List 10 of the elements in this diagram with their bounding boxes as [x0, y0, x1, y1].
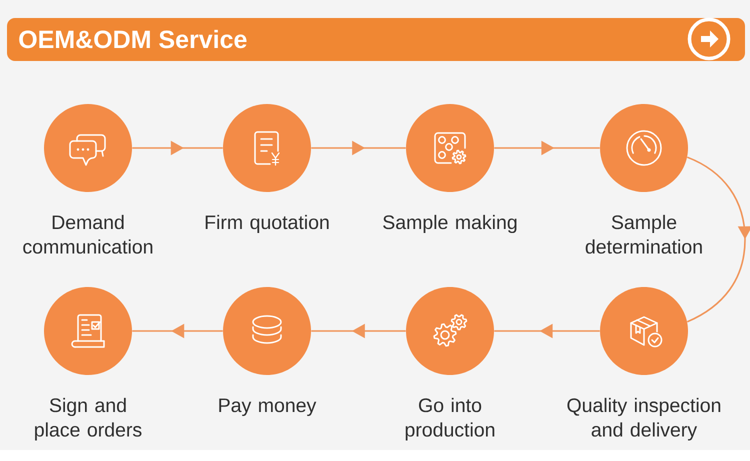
arrow — [686, 156, 750, 323]
step-label: Sample making — [383, 214, 516, 234]
step-label: Quality inspection and delivery — [567, 398, 720, 441]
step-label: Firm quotation — [206, 214, 329, 234]
step-label: Sample determination — [586, 214, 702, 254]
step-label: Go into production — [406, 398, 494, 441]
title: OEM&ODM Service — [19, 30, 247, 48]
step-label: Sign and place orders — [35, 398, 142, 441]
step-label: Demand communication — [23, 214, 152, 254]
step-label: Pay money — [219, 398, 316, 416]
